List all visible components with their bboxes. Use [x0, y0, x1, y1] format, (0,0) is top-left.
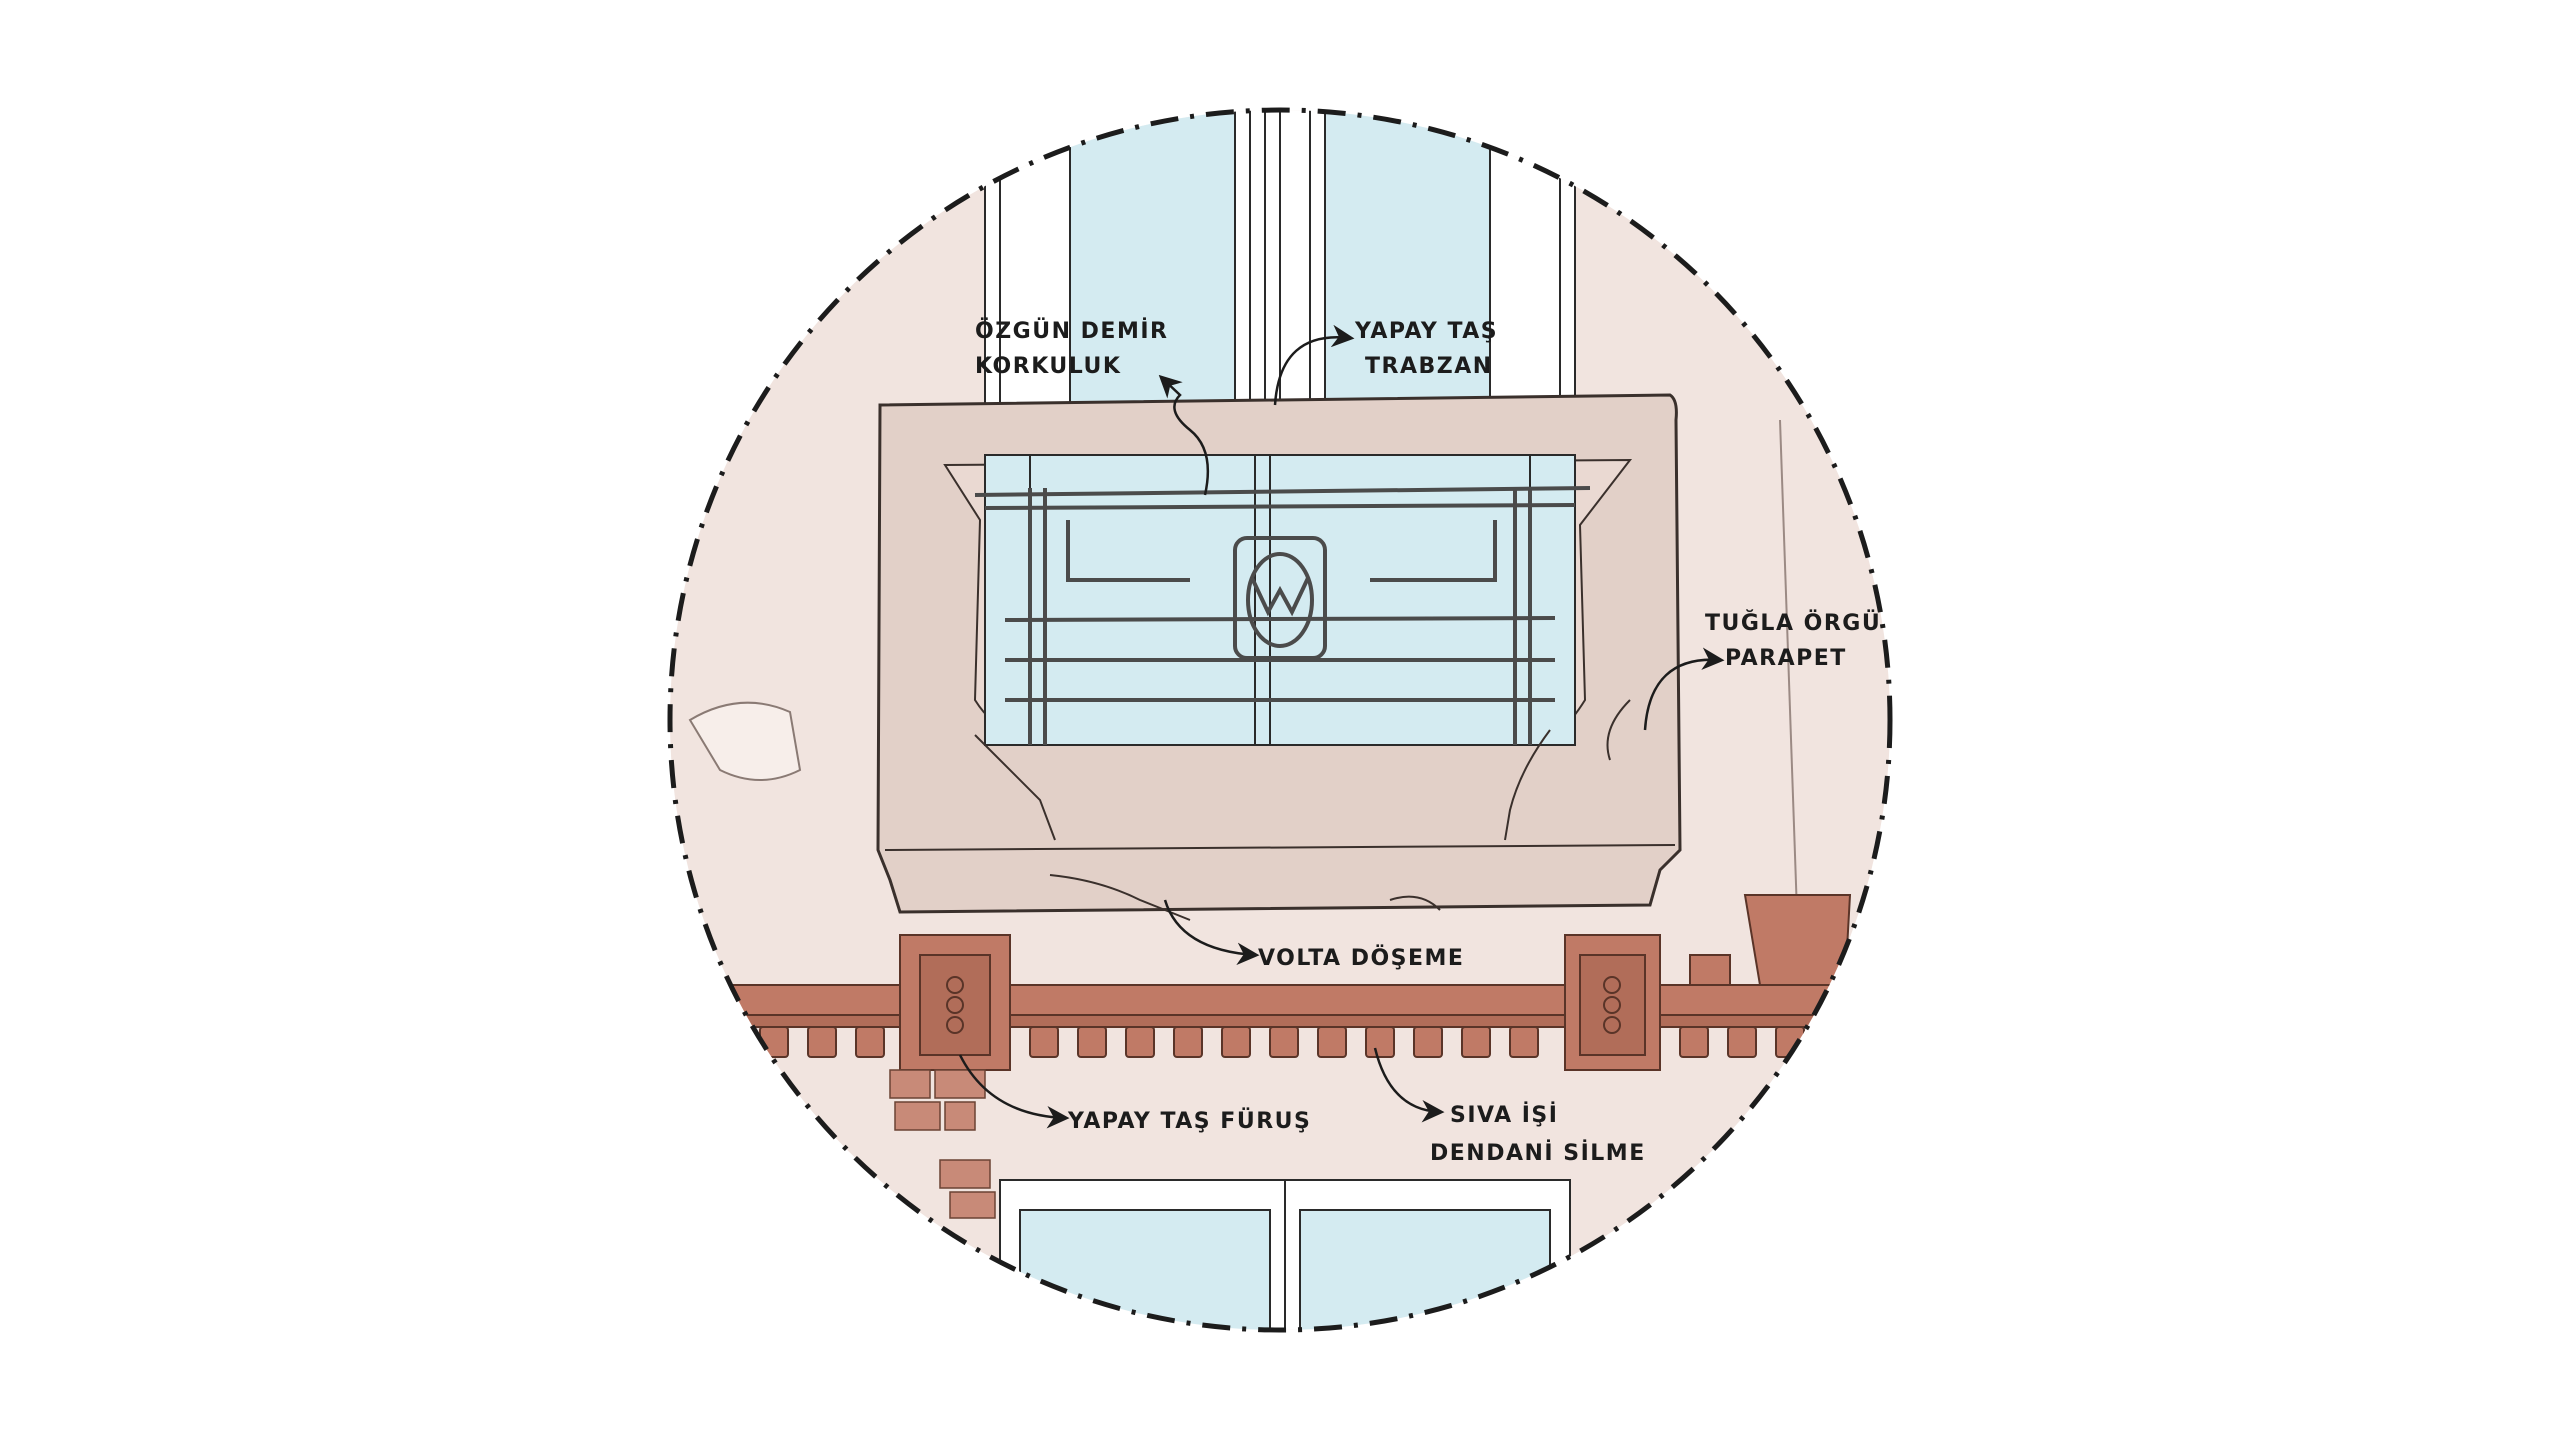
label-yapay-tas-1: YAPAY TAŞ	[1354, 319, 1498, 344]
lower-window	[999, 1179, 1571, 1330]
leader-lines	[958, 324, 1725, 1129]
detail-content	[670, 110, 1890, 1330]
arrow-head-icon	[1373, 1047, 1445, 1123]
boundary-circle	[667, 107, 1893, 1333]
left-bracket	[899, 934, 1011, 1071]
arrow-head-icon	[1163, 899, 1260, 966]
upper-window	[984, 110, 1576, 411]
right-bracket	[1564, 934, 1661, 1071]
label-yapay-tas-furus: YAPAY TAŞ FÜRUŞ	[1067, 1108, 1311, 1134]
plaster-patch	[688, 701, 802, 781]
stone-cracks	[974, 699, 1631, 841]
arrow-head-icon	[1273, 324, 1355, 406]
label-trabzan: TRABZAN	[1365, 354, 1493, 379]
label-volta-doseme: VOLTA DÖŞEME	[1258, 945, 1464, 971]
label-parapet: PARAPET	[1725, 646, 1847, 671]
arrow-head-icon	[1158, 374, 1210, 496]
iron-railing	[974, 486, 1591, 745]
arrow-head-icon	[958, 1054, 1070, 1129]
label-dendani-silme: DENDANİ SİLME	[1430, 1140, 1646, 1166]
label-siva-isi: SIVA İŞİ	[1450, 1102, 1558, 1128]
exposed-bricks	[889, 1069, 996, 1219]
label-korkuluk: KORKULUK	[975, 354, 1121, 379]
arrow-head-icon	[1643, 647, 1725, 731]
label-ozgun-demir: ÖZGÜN DEMİR	[975, 318, 1168, 344]
label-tugla-orgu: TUĞLA ÖRGÜ	[1705, 610, 1881, 636]
